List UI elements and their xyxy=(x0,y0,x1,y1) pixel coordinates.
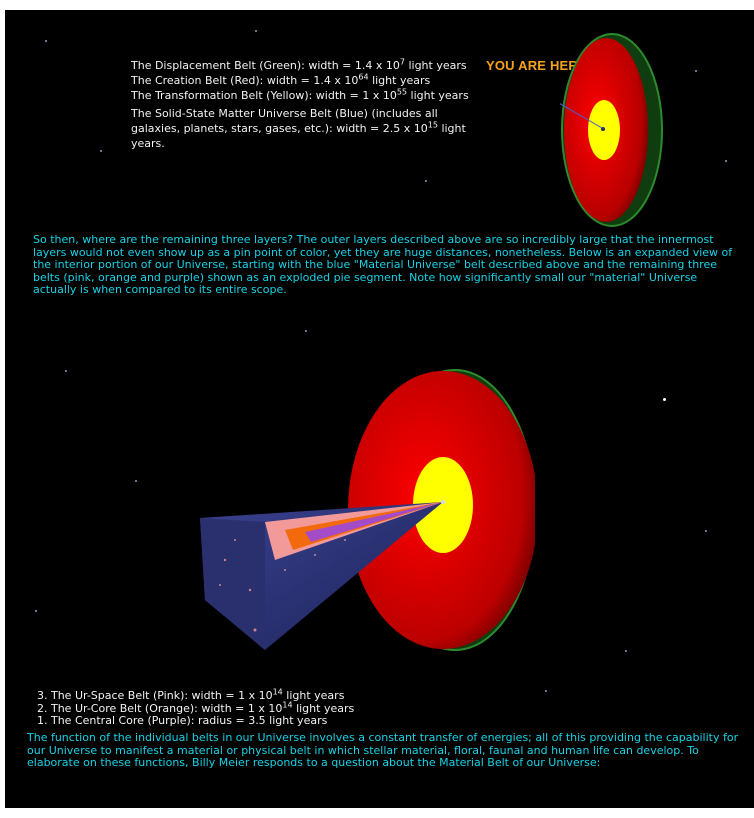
intro-paragraph: So then, where are the remaining three l… xyxy=(33,233,733,296)
pointer-line xyxy=(560,103,603,129)
belt-width-list: The Displacement Belt (Green): width = 1… xyxy=(131,58,471,151)
central-core-band xyxy=(305,502,443,542)
you-are-here-label: YOU ARE HERE xyxy=(486,58,587,73)
wedge-star-dots xyxy=(219,539,346,632)
universe-sphere-large xyxy=(200,369,535,651)
ur-core-belt-text: 2. The Ur-Core Belt (Orange): width = 1 … xyxy=(37,699,355,715)
universe-sphere-small xyxy=(560,33,663,227)
central-core-text: 1. The Central Core (Purple): radius = 3… xyxy=(37,714,328,727)
ur-space-belt-text: 3. The Ur-Space Belt (Pink): width = 1 x… xyxy=(37,687,345,702)
transformation-belt-disc xyxy=(413,457,473,553)
wedge-front-face xyxy=(200,518,265,650)
illustration-canvas: The Displacement Belt (Green): width = 1… xyxy=(5,10,754,808)
function-paragraph: The function of the individual belts in … xyxy=(27,731,739,769)
creation-belt-text: The Creation Belt (Red): width = 1.4 x 1… xyxy=(131,72,431,87)
central-core-point xyxy=(441,500,445,504)
core-belt-list: 3. The Ur-Space Belt (Pink): width = 1 x… xyxy=(37,687,355,728)
ur-core-belt-band xyxy=(285,502,443,550)
material-belt-text: The Solid-State Matter Universe Belt (Bl… xyxy=(131,107,466,150)
displacement-belt-text: The Displacement Belt (Green): width = 1… xyxy=(131,57,467,72)
ur-space-belt-band xyxy=(265,502,443,560)
transformation-belt-text: The Transformation Belt (Yellow): width … xyxy=(131,87,469,102)
